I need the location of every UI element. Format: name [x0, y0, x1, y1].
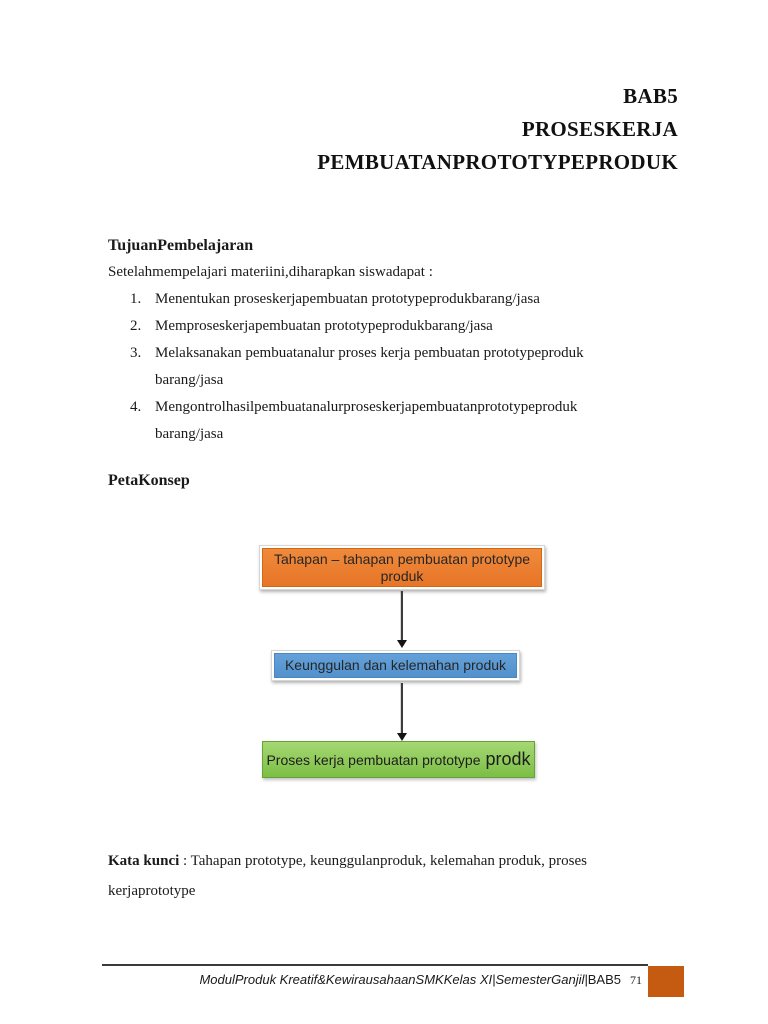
flow-node-label-suffix: prodk [485, 749, 531, 769]
list-item-text: barang/jasa [155, 426, 224, 442]
list-item-text: Memproseskerjapembuatan prototypeprodukb… [155, 318, 493, 334]
flow-node-keunggulan: Keunggulan dan kelemahan produk [271, 650, 520, 681]
footer-accent-square [648, 966, 684, 997]
keywords-text: : Tahapan prototype, keunggulanproduk, k… [108, 853, 588, 899]
footer: ModulProduk Kreatif&KewirausahaanSMKKela… [102, 972, 642, 988]
footer-module-title: ModulProduk Kreatif&KewirausahaanSMKKela… [199, 972, 588, 987]
flow-node-proses-kerja: Proses kerja pembuatan prototype prodk [262, 741, 535, 778]
objectives-list: 1. Menentukan proseskerjapembuatan proto… [108, 286, 660, 448]
page-number: 71 [630, 973, 642, 987]
chapter-title-block: BAB5 PROSESKERJA PEMBUATANPROTOTYPEPRODU… [317, 80, 678, 179]
list-item-text: barang/jasa [155, 372, 224, 388]
list-item: 1. Menentukan proseskerjapembuatan proto… [108, 286, 660, 313]
list-item: 3. Melaksanakan pembuatanalur proses ker… [108, 340, 660, 394]
list-item-text: Menentukan proseskerjapembuatan prototyp… [155, 291, 540, 307]
list-item-number: 3. [130, 345, 142, 361]
list-item: 2. Memproseskerjapembuatan prototypeprod… [108, 313, 660, 340]
objectives-heading: TujuanPembelajaran [108, 237, 254, 254]
chapter-title-line-1: PROSESKERJA [521, 117, 678, 141]
list-item-number: 1. [130, 291, 142, 307]
flow-node-label: Tahapan – tahapan pembuatan prototype pr… [273, 550, 531, 584]
down-arrow-icon [396, 683, 408, 741]
list-item-number: 2. [130, 318, 142, 334]
keywords-label: Kata kunci [108, 853, 180, 869]
list-item-text: Melaksanakan pembuatanalur proses kerja … [155, 345, 584, 361]
flow-node-label: Proses kerja pembuatan prototype [266, 751, 481, 768]
chapter-title-line-2: PEMBUATANPROTOTYPEPRODUK [317, 150, 678, 174]
list-item: 4. Mengontrolhasilpembuatanalurprosesker… [108, 394, 660, 448]
objectives-intro: Setelahmempelajari materiini,diharapkan … [108, 264, 433, 280]
learning-objectives-section: TujuanPembelajaran Setelahmempelajari ma… [108, 232, 660, 448]
flow-node-tahapan: Tahapan – tahapan pembuatan prototype pr… [259, 545, 545, 590]
list-item-text: Mengontrolhasilpembuatanalurproseskerjap… [155, 399, 578, 415]
concept-map-diagram: Tahapan – tahapan pembuatan prototype pr… [0, 545, 768, 785]
keywords-paragraph: Kata kunci : Tahapan prototype, keunggul… [108, 846, 674, 906]
footer-chapter: BAB5 [587, 972, 621, 987]
footer-divider [102, 964, 648, 966]
concept-map-heading: PetaKonsep [108, 472, 190, 489]
chapter-number: BAB5 [623, 84, 678, 108]
down-arrow-icon [396, 591, 408, 648]
list-item-number: 4. [130, 399, 142, 415]
flow-node-label: Keunggulan dan kelemahan produk [284, 657, 507, 673]
